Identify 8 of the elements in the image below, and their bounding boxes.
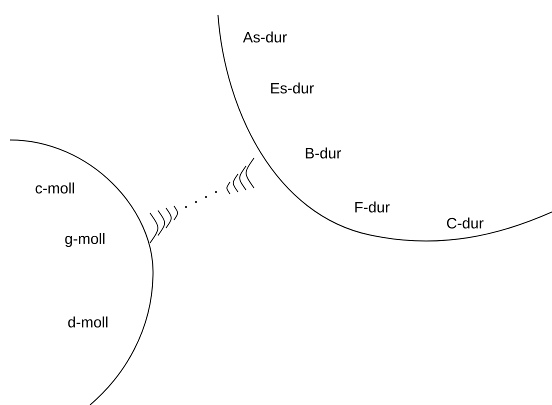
key-label: d-moll [68,316,108,328]
key-label: B-dur [306,148,342,158]
key-label: Es-dur [271,82,314,94]
key-label: F-dur [355,202,390,212]
key-label: g-moll [65,233,104,247]
key-label: c-moll [36,182,74,194]
key-label: As-dur [242,32,287,42]
key-label: C-dur [447,218,484,228]
